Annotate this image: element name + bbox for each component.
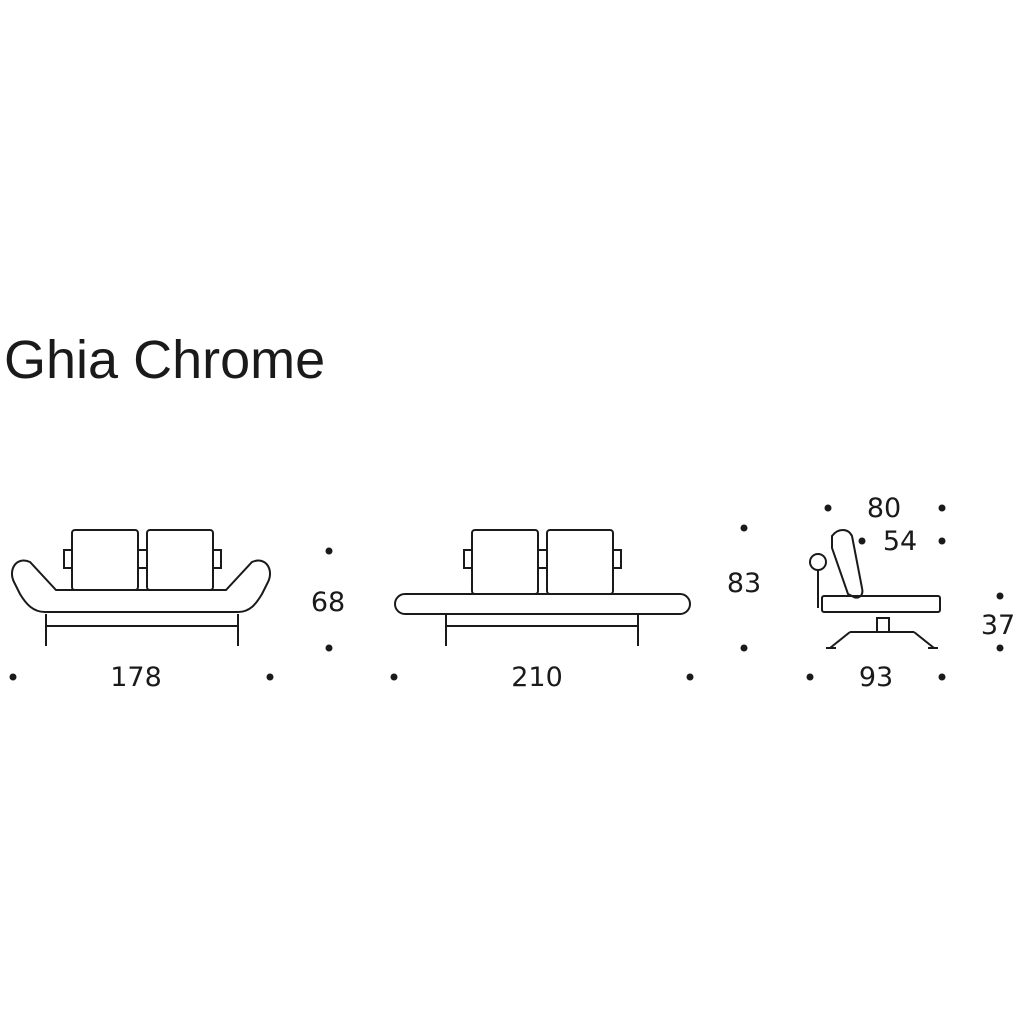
side-depth-top-label: 80 (867, 493, 901, 524)
bed-width-dot-right (686, 673, 694, 681)
sofa-tab-left (63, 549, 73, 569)
side-seat-height-dot-bottom (996, 644, 1004, 652)
side-arm-pad (809, 553, 827, 571)
side-seat-height-label: 37 (981, 610, 1015, 641)
side-base-leg-left (829, 631, 851, 649)
bed-tab-left (463, 549, 473, 569)
side-seat-height-dot-top (996, 592, 1004, 600)
side-depth-bottom-label: 93 (859, 662, 893, 693)
side-profile-view: 80 54 93 37 (806, 493, 1015, 693)
sofa-height-dot-top (325, 547, 333, 555)
sofa-cushion-right (146, 529, 214, 591)
side-depth-top-dot-right (938, 504, 946, 512)
sofa-cushion-left (71, 529, 139, 591)
sofa-height-label: 68 (311, 587, 345, 618)
side-depth-bottom-dot-right (938, 673, 946, 681)
side-depth-bottom-dot-left (806, 673, 814, 681)
bed-height-dot-top (740, 524, 748, 532)
bed-tab-right (612, 549, 622, 569)
bed-front-view: 210 83 (390, 524, 761, 693)
side-depth-seat-label: 54 (883, 526, 917, 557)
bed-height-dot-bottom (740, 644, 748, 652)
bed-body-outline (394, 593, 691, 615)
bed-width-label: 210 (511, 662, 563, 693)
bed-cushion-right (546, 529, 614, 595)
bed-height-label: 83 (727, 568, 761, 599)
sofa-width-dot-left (9, 673, 17, 681)
sofa-width-label: 178 (110, 662, 162, 693)
sofa-tab-right (212, 549, 222, 569)
product-title: Ghia Chrome (4, 330, 326, 390)
bed-width-dot-left (390, 673, 398, 681)
bed-cushion-left (471, 529, 539, 595)
bed-tab-mid (537, 549, 548, 569)
sofa-tab-mid (137, 549, 148, 569)
side-seat (821, 595, 941, 613)
side-base-leg-right (913, 631, 935, 649)
side-depth-top-dot-left (824, 504, 832, 512)
side-base-hub (876, 617, 890, 633)
sofa-width-dot-right (266, 673, 274, 681)
sofa-body-outline (11, 559, 271, 613)
side-depth-seat-dot-left (858, 537, 866, 545)
side-depth-seat-dot-right (938, 537, 946, 545)
sofa-front-view: 178 68 (9, 529, 345, 693)
sofa-height-dot-bottom (325, 644, 333, 652)
side-backrest (831, 529, 864, 599)
